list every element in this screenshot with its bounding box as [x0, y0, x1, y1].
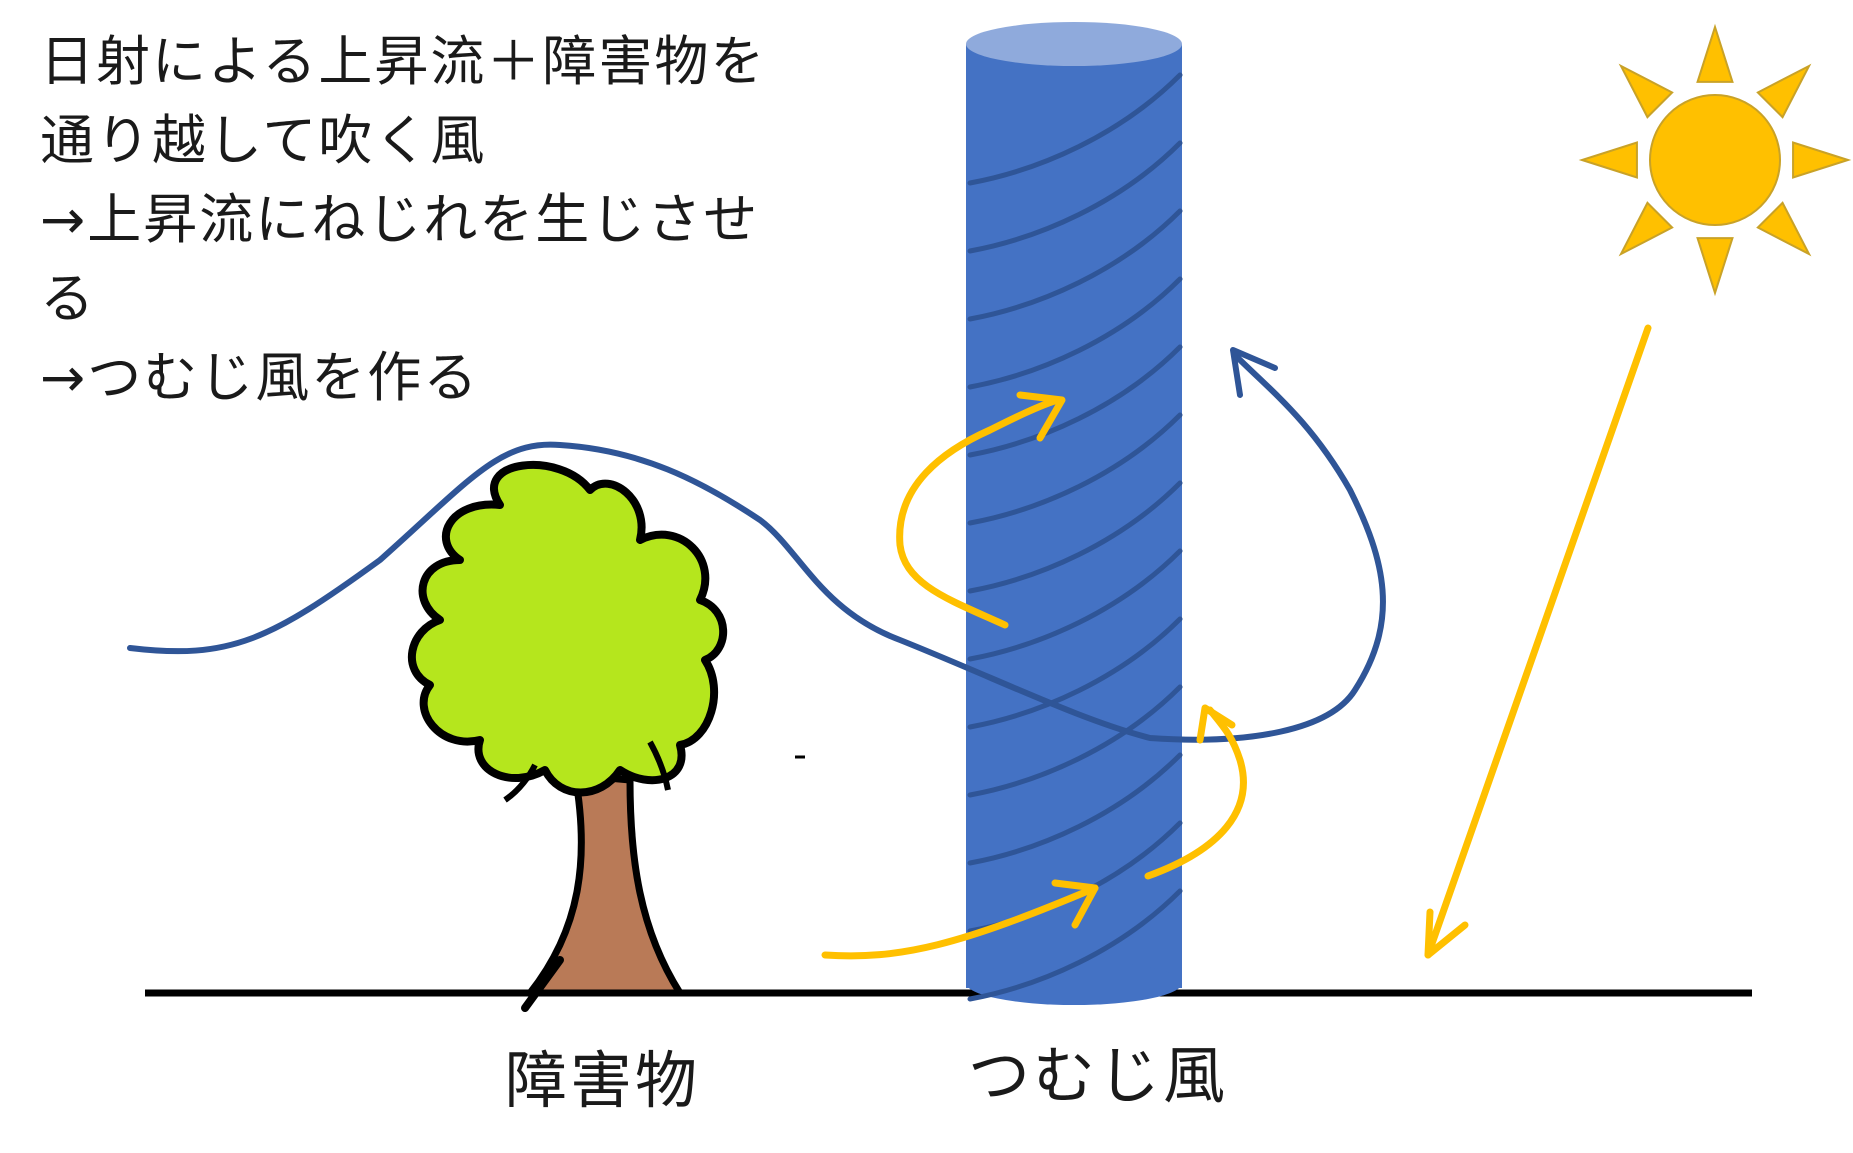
sun-ray [1792, 141, 1852, 179]
sun-icon [1578, 23, 1852, 297]
caption-line-5: →つむじ風を作る [40, 346, 480, 409]
updraft-arrow-ground [821, 884, 1099, 960]
sun-disc [1649, 94, 1781, 226]
sunlight-arrow [1424, 324, 1652, 959]
twist-band [967, 276, 1183, 390]
updraft-arrow-right-head [1196, 704, 1236, 744]
updraft-arrow-ground-head [1051, 879, 1099, 929]
tree-root-stroke [521, 956, 564, 1012]
twist-band [967, 344, 1183, 458]
sun-ray [1578, 141, 1638, 179]
whirlwind-label: つむじ風 [968, 1039, 1229, 1112]
sun-ray [1696, 237, 1734, 297]
updraft-arrows [821, 324, 1652, 960]
twist-band [967, 208, 1183, 322]
column-top [966, 22, 1182, 66]
wind-line-over-obstacle [127, 352, 1386, 743]
wind-arrow-head [1230, 347, 1278, 398]
sun-ray [1756, 63, 1812, 119]
caption-text: 日射による上昇流＋障害物を 通り越して吹く風 →上昇流にねじれを生じさせ る →… [40, 22, 940, 417]
twist-band [967, 548, 1183, 662]
sunlight-arrow-head [1424, 908, 1469, 959]
whirlwind-column [966, 22, 1183, 1005]
caption-line-1: 日射による上昇流＋障害物を [40, 30, 767, 93]
sun-ray [1756, 201, 1812, 257]
updraft-arrow-right [1144, 706, 1247, 880]
sun-ray [1618, 63, 1674, 119]
tree-trunk [526, 771, 684, 997]
tree-canopy [408, 460, 728, 797]
twist-band [967, 480, 1183, 594]
twist-band [967, 72, 1183, 186]
caption-line-4: る [40, 267, 96, 330]
caption-line-3: →上昇流にねじれを生じさせ [40, 188, 760, 251]
twist-band [967, 752, 1183, 866]
updraft-arrow-upper [896, 396, 1062, 629]
tree-branch-right [647, 740, 671, 791]
column-bottom [966, 961, 1182, 1005]
twist-band [967, 140, 1183, 254]
twist-band [967, 412, 1183, 526]
tree-branch-left [503, 763, 538, 803]
tree-icon [408, 460, 728, 1012]
sun-ray [1696, 23, 1734, 83]
twist-band [967, 616, 1183, 730]
wind-flow [127, 347, 1386, 743]
twist-band [967, 888, 1183, 1002]
twist-band [967, 684, 1183, 798]
sun-ray [1618, 201, 1674, 257]
updraft-arrow-upper-head [1016, 391, 1066, 442]
caption-line-2: 通り越して吹く風 [40, 109, 487, 172]
obstacle-label: 障害物 [505, 1044, 701, 1117]
